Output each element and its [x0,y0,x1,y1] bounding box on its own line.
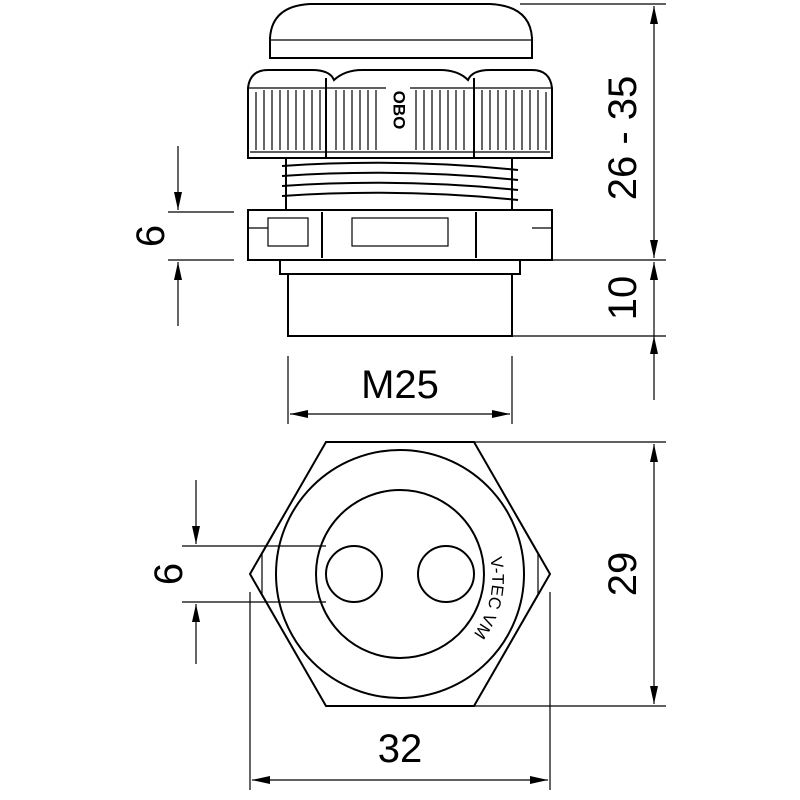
dim-across-flats: 29 [601,444,658,704]
flange [247,209,553,261]
cable-hole-right [417,545,475,603]
top-extension-lines [182,441,666,790]
dim-across-flats-label: 29 [601,552,645,597]
dim-overall-height: 26 - 35 [601,6,658,258]
top-view: V-TEC VM 29 32 [147,441,666,790]
dome-cap [269,3,533,59]
lower-thread [279,259,521,337]
brand-mark: OBO [390,91,409,130]
dim-thread-size-label: M25 [361,363,439,407]
dim-overall-height-label: 26 - 35 [601,76,645,201]
dim-flange-height-label: 6 [129,225,173,247]
dim-across-corners: 32 [252,727,548,784]
dim-flange-height: 6 [129,146,182,326]
side-view: OBO [129,3,666,424]
thread-neck [281,157,519,211]
ribbed-nut: OBO [247,69,553,159]
dim-thread-length: 10 [601,262,658,400]
dim-thread-length-label: 10 [601,276,645,321]
side-extension-lines [168,3,666,424]
dim-thread-size: M25 [290,363,510,418]
dim-hole-diameter-label: 6 [147,563,191,585]
dim-hole-diameter: 6 [147,480,200,664]
insert-inner-ring [315,489,485,659]
insert-outer-ring [275,449,525,699]
dim-across-corners-label: 32 [378,727,423,771]
cable-hole-left [325,545,383,603]
